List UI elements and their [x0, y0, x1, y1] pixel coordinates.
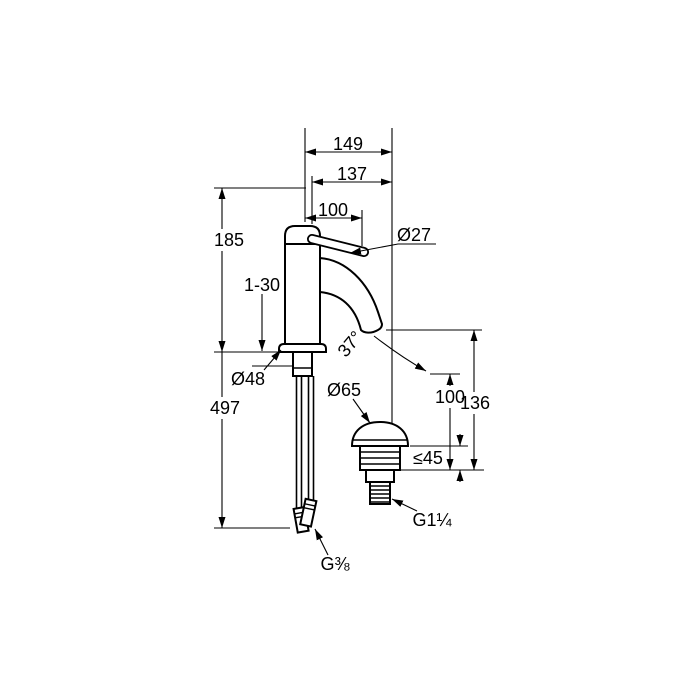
dim-supply-thread: G⅜	[320, 554, 350, 574]
leader-handle-diameter	[349, 243, 436, 255]
dim-waste-thread: G1¼	[412, 510, 452, 530]
dim-projection-total: 149	[333, 134, 363, 154]
faucet	[278, 225, 427, 377]
dim-height-above-deck: 185	[214, 230, 244, 250]
leader-lines	[263, 243, 436, 556]
faucet-body	[284, 243, 321, 345]
leader-body-diameter	[263, 349, 282, 371]
leader-supply-thread	[314, 528, 329, 556]
extension-lines	[214, 128, 484, 529]
dim-deck-thickness: 1-30	[244, 275, 280, 295]
dimension-labels: 149 137 100 185 1-30 Ø27 Ø48 497 Ø65 37°…	[210, 134, 490, 574]
dim-waste-cap-diameter: Ø65	[327, 380, 361, 400]
dim-outlet-height: 100	[435, 387, 465, 407]
dim-waste-deck-max: ≤45	[413, 448, 443, 468]
hose-connector-right	[299, 497, 318, 528]
dim-handle-length: 100	[318, 200, 348, 220]
faucet-spout	[319, 256, 384, 334]
leader-waste-diameter	[352, 398, 371, 424]
dim-projection-spout: 137	[337, 164, 367, 184]
dim-spout-outlet-height: 136	[460, 393, 490, 413]
dim-handle-diameter: Ø27	[397, 225, 431, 245]
pop-up-waste	[350, 420, 410, 505]
supply-hoses	[292, 376, 318, 534]
text-backgrounds	[207, 229, 492, 419]
dim-total-height: 497	[210, 398, 240, 418]
base-flange	[278, 343, 327, 353]
mounting-shank	[292, 351, 313, 377]
dim-body-diameter: Ø48	[231, 369, 265, 389]
water-stream	[373, 335, 427, 372]
leader-waste-thread	[391, 498, 418, 512]
waste-lower-body	[365, 469, 395, 483]
dimension-lines	[218, 148, 478, 528]
waste-dome-cap	[350, 420, 410, 447]
dim-stream-angle: 37°	[334, 327, 367, 361]
